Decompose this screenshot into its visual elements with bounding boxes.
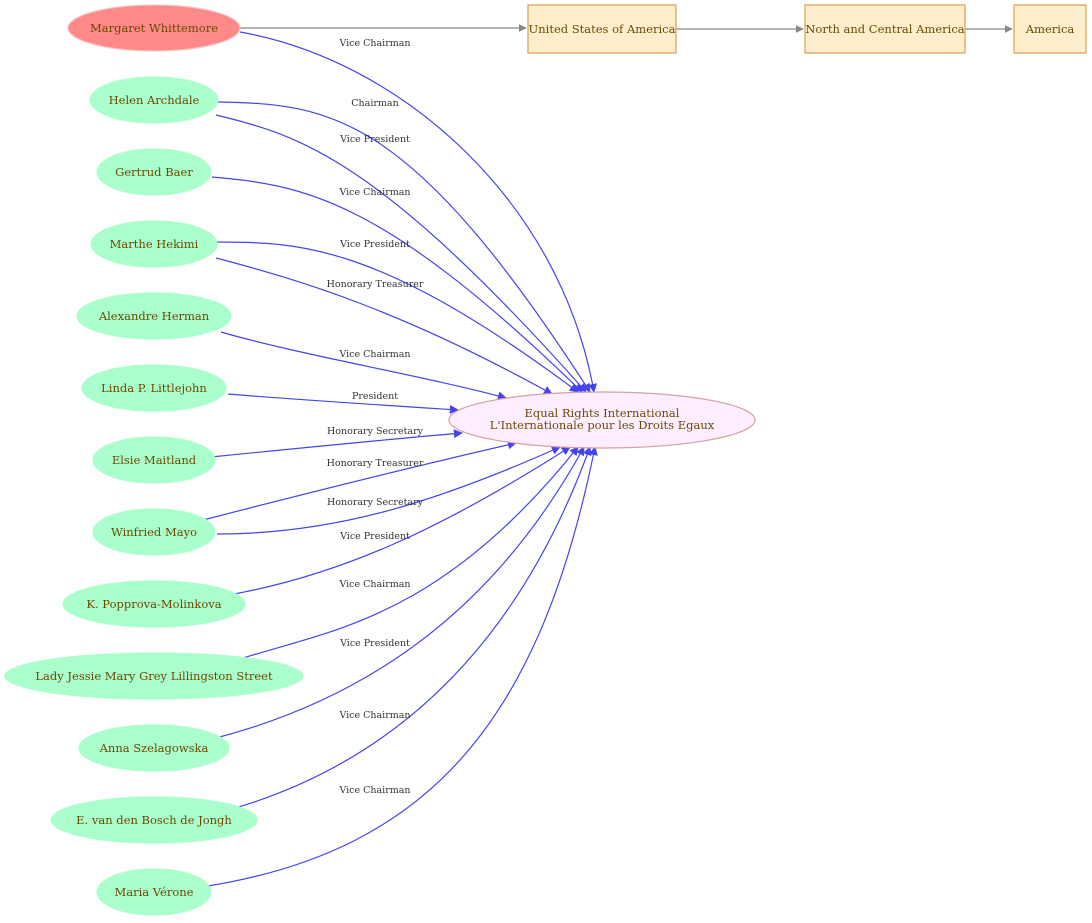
person-ellipse bbox=[50, 796, 258, 844]
location-box bbox=[527, 4, 677, 54]
edge-label-marthe-hekimi-vice-president: Vice President bbox=[339, 239, 410, 250]
person-label: Elsie Maitland bbox=[112, 453, 197, 467]
edge-label-marthe-hekimi-honorary-treasurer: Honorary Treasurer bbox=[327, 279, 424, 290]
person-ellipse bbox=[4, 652, 304, 700]
person-ellipse bbox=[96, 148, 212, 196]
person-ellipse bbox=[90, 220, 218, 268]
edge-winfried-mayo-honorary-secretary bbox=[216, 446, 561, 535]
edge-label-elsie-maitland-honorary-secretary: Honorary Secretary bbox=[327, 426, 424, 437]
person-label: Winfried Mayo bbox=[111, 525, 197, 539]
edge-maria-verone-vice-chairman bbox=[207, 446, 598, 887]
person-node-e-van-den-bosch-de-jongh[interactable]: E. van den Bosch de Jongh bbox=[50, 796, 258, 844]
edge-label-margaret-whittemore-vice-chairman: Vice Chairman bbox=[338, 38, 410, 49]
location-box bbox=[1013, 4, 1087, 54]
person-label: Linda P. Littlejohn bbox=[101, 381, 207, 395]
location-node-north-and-central-america[interactable]: North and Central America bbox=[804, 4, 966, 54]
edge-anna-szelagowska-vice-president bbox=[215, 446, 585, 739]
edge-label-maria-verone-vice-chairman: Vice Chairman bbox=[338, 785, 410, 796]
location-box bbox=[804, 4, 966, 54]
person-label: Anna Szelagowska bbox=[99, 741, 209, 755]
edge-margaret-whittemore-vice-chairman bbox=[239, 31, 598, 393]
person-ellipse bbox=[62, 580, 246, 628]
organization-label-line1: Equal Rights International bbox=[525, 406, 680, 420]
person-node-lady-jessie-mary-grey-lillingston-street[interactable]: Lady Jessie Mary Grey Lillingston Street bbox=[4, 652, 304, 700]
person-node-alexandre-herman[interactable]: Alexandre Herman bbox=[76, 292, 232, 340]
person-node-winfried-mayo[interactable]: Winfried Mayo bbox=[92, 508, 216, 556]
edge-linda-p-littlejohn-president bbox=[227, 393, 459, 414]
person-node-gertrud-baer[interactable]: Gertrud Baer bbox=[96, 148, 212, 196]
edge-marthe-hekimi-vice-president bbox=[215, 241, 579, 393]
edges-layer bbox=[202, 24, 1013, 887]
edge-label-winfried-mayo-honorary-secretary: Honorary Secretary bbox=[327, 497, 424, 508]
edge-label-alexandre-herman-vice-chairman: Vice Chairman bbox=[338, 349, 410, 360]
person-label: Alexandre Herman bbox=[98, 309, 210, 323]
edge-alexandre-herman-vice-chairman bbox=[220, 331, 507, 401]
person-node-maria-verone[interactable]: Maria Vérone bbox=[96, 868, 212, 916]
location-label: America bbox=[1025, 22, 1075, 36]
edge-lady-jessie-mary-grey-lillingston-street-vice-chairman bbox=[239, 446, 579, 660]
person-node-margaret-whittemore[interactable]: Margaret Whittemore bbox=[67, 4, 241, 52]
person-node-linda-p-littlejohn[interactable]: Linda P. Littlejohn bbox=[81, 364, 227, 412]
edge-label-anna-szelagowska-vice-president: Vice President bbox=[339, 638, 410, 649]
edge-winfried-mayo-honorary-treasurer bbox=[202, 440, 517, 521]
person-label: K. Popprova-Molinkova bbox=[86, 597, 221, 611]
person-label: Helen Archdale bbox=[109, 93, 200, 107]
location-node-united-states-of-america[interactable]: United States of America bbox=[527, 4, 677, 54]
edge-label-k-popprova-molinkova-vice-president: Vice President bbox=[339, 531, 410, 542]
organization-label-line2: L'Internationale pour les Droits Egaux bbox=[490, 418, 715, 432]
edge-marthe-hekimi-honorary-treasurer bbox=[215, 257, 553, 395]
edge-helen-archdale-chairman bbox=[217, 101, 591, 393]
location-label: North and Central America bbox=[805, 22, 964, 36]
edge-label-gertrud-baer-vice-chairman: Vice Chairman bbox=[338, 187, 410, 198]
person-label: Marthe Hekimi bbox=[110, 237, 199, 251]
person-label: Margaret Whittemore bbox=[90, 21, 218, 35]
edge-k-popprova-molinkova-vice-president bbox=[228, 446, 571, 596]
person-ellipse bbox=[67, 4, 241, 52]
person-node-k-popprova-molinkova[interactable]: K. Popprova-Molinkova bbox=[62, 580, 246, 628]
edge-elsie-maitland-honorary-secretary bbox=[210, 429, 463, 458]
person-node-marthe-hekimi[interactable]: Marthe Hekimi bbox=[90, 220, 218, 268]
edge-gertrud-baer-vice-chairman bbox=[211, 176, 583, 393]
edge-label-e-van-den-bosch-de-jongh-vice-chairman: Vice Chairman bbox=[338, 710, 410, 721]
organization-node[interactable]: Equal Rights InternationalL'Internationa… bbox=[448, 391, 756, 449]
person-label: Gertrud Baer bbox=[115, 165, 193, 179]
person-ellipse bbox=[92, 436, 216, 484]
person-ellipse bbox=[78, 724, 230, 772]
person-ellipse bbox=[89, 76, 219, 124]
person-ellipse bbox=[92, 508, 216, 556]
edge-label-helen-archdale-vice-president: Vice President bbox=[339, 134, 410, 145]
person-node-elsie-maitland[interactable]: Elsie Maitland bbox=[92, 436, 216, 484]
edge-e-van-den-bosch-de-jongh-vice-chairman bbox=[231, 446, 592, 810]
edge-label-helen-archdale-chairman: Chairman bbox=[351, 98, 398, 109]
person-node-anna-szelagowska[interactable]: Anna Szelagowska bbox=[78, 724, 230, 772]
location-node-america[interactable]: America bbox=[1013, 4, 1087, 54]
organization-ellipse bbox=[448, 391, 756, 449]
person-ellipse bbox=[81, 364, 227, 412]
person-ellipse bbox=[76, 292, 232, 340]
person-label: E. van den Bosch de Jongh bbox=[76, 813, 232, 827]
location-label: United States of America bbox=[529, 22, 676, 36]
person-label: Lady Jessie Mary Grey Lillingston Street bbox=[35, 669, 273, 683]
person-node-helen-archdale[interactable]: Helen Archdale bbox=[89, 76, 219, 124]
person-ellipse bbox=[96, 868, 212, 916]
edge-label-lady-jessie-mary-grey-lillingston-street-vice-chairman: Vice Chairman bbox=[338, 579, 410, 590]
edge-label-linda-p-littlejohn-president: President bbox=[352, 391, 398, 402]
edge-helen-archdale-vice-president bbox=[215, 114, 587, 393]
edge-label-winfried-mayo-honorary-treasurer: Honorary Treasurer bbox=[327, 458, 424, 469]
person-label: Maria Vérone bbox=[114, 885, 193, 899]
nodes-layer: United States of America North and Centra… bbox=[4, 4, 1087, 916]
